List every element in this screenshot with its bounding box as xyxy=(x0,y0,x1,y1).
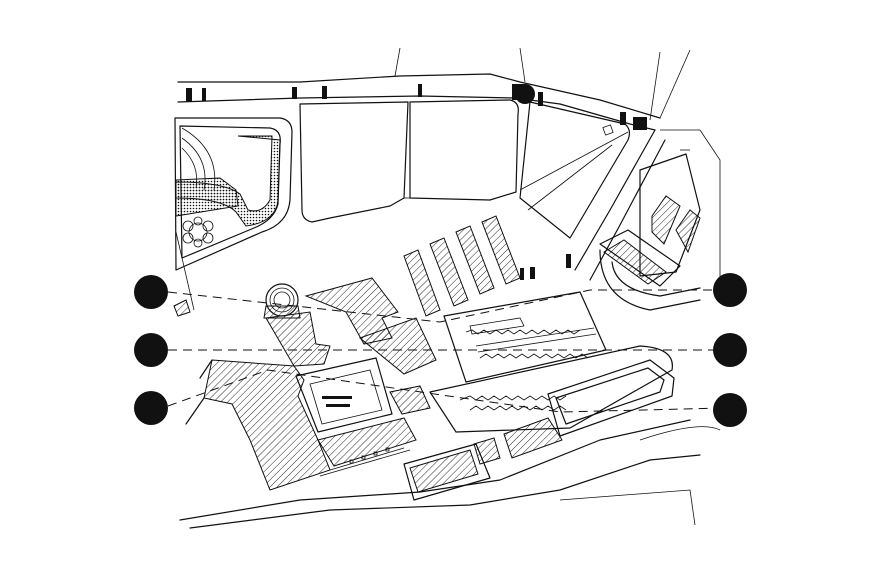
section-markers-left xyxy=(134,275,168,425)
road-gates xyxy=(186,84,647,280)
section-marker-left-1[interactable] xyxy=(134,275,168,309)
rotunda xyxy=(263,283,301,319)
east-cluster xyxy=(599,153,701,287)
section-markers-right xyxy=(713,273,747,427)
section-cut-lines xyxy=(167,289,725,413)
section-marker-left-2[interactable] xyxy=(134,333,168,367)
section-marker-left-3[interactable] xyxy=(134,391,168,425)
building-complex xyxy=(173,215,675,501)
north-plots xyxy=(174,99,631,271)
section-marker-right-1[interactable] xyxy=(713,273,747,307)
road-network xyxy=(177,47,721,529)
section-marker-right-2[interactable] xyxy=(713,333,747,367)
section-marker-right-3[interactable] xyxy=(713,393,747,427)
fountain-icon xyxy=(182,216,214,248)
